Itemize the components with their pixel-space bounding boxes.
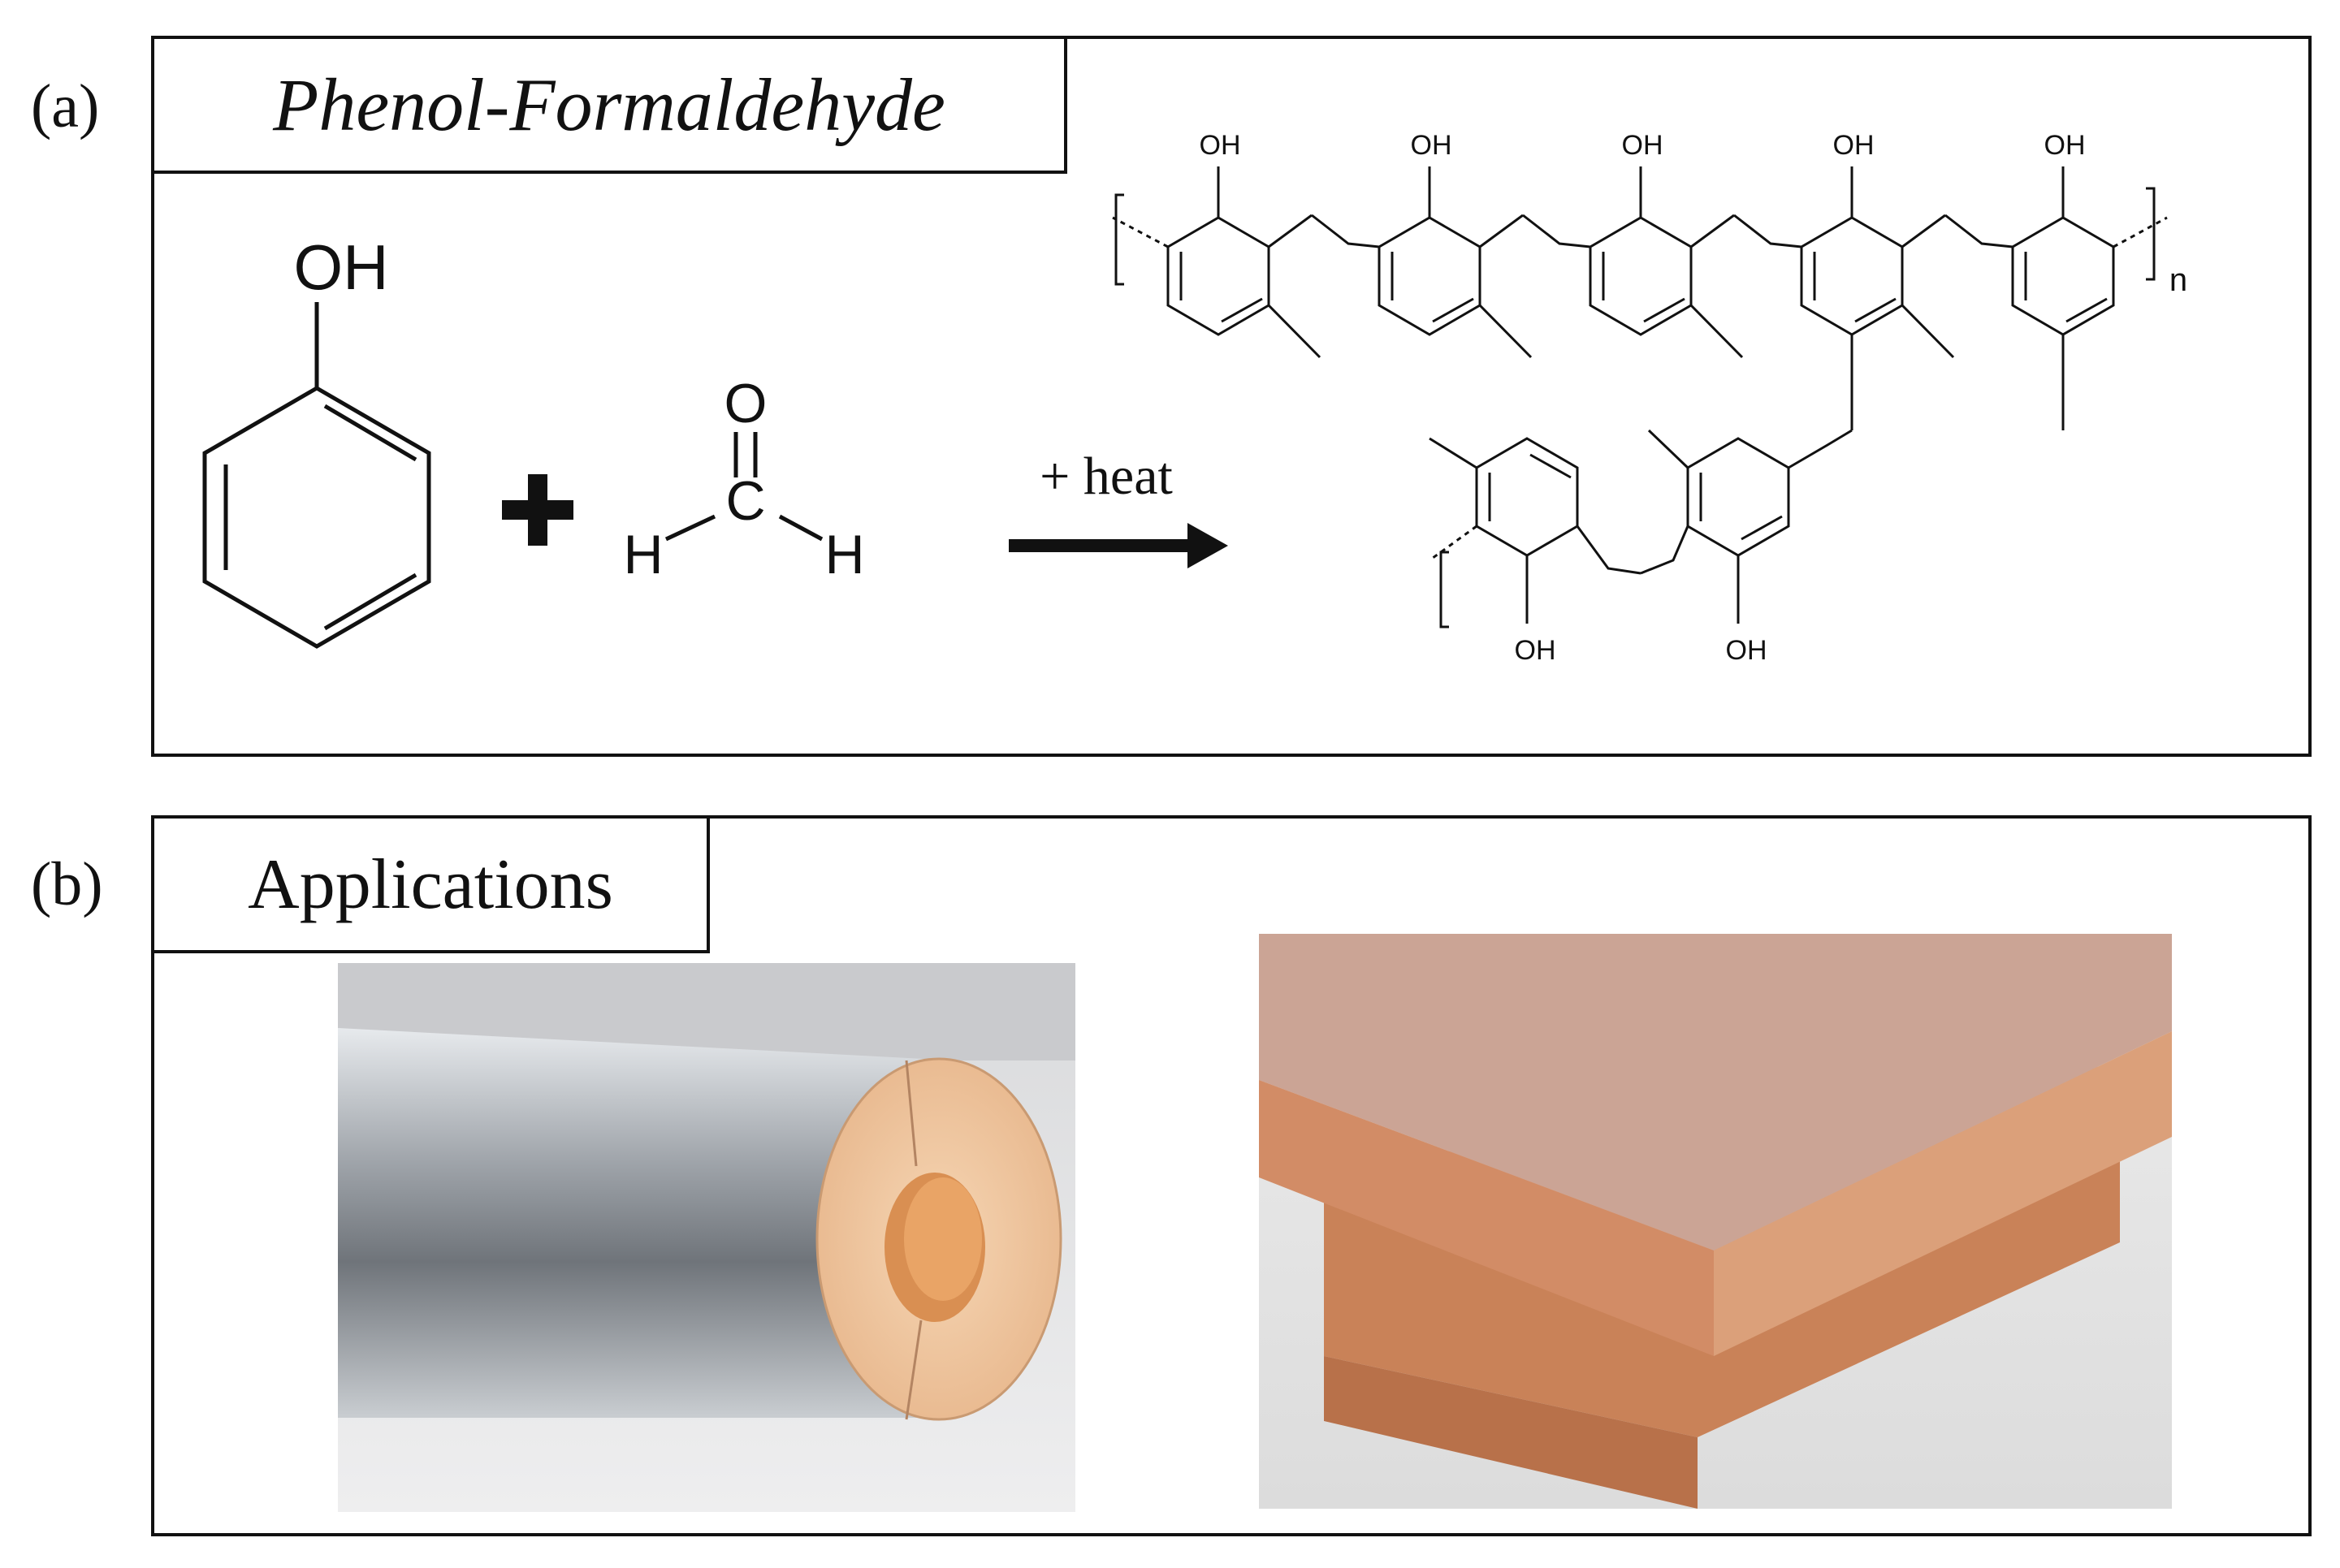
formaldehyde-bonds xyxy=(664,432,824,542)
foam-board-photo xyxy=(1259,934,2172,1509)
panel-b-letter: (b) xyxy=(31,850,103,918)
polymer-structure xyxy=(1112,166,2168,628)
polymer-oh-label: OH xyxy=(1833,130,1875,161)
reaction-arrow xyxy=(1009,523,1228,568)
arrow-label: + heat xyxy=(1040,447,1173,506)
phenol-oh-label: OH xyxy=(294,231,389,303)
formaldehyde-o-label: O xyxy=(724,373,768,434)
pipe-insulation-photo xyxy=(338,963,1075,1512)
polymer-oh-label: OH xyxy=(1200,130,1241,161)
polymer-oh-label: OH xyxy=(1726,635,1767,666)
polymer-oh-label: OH xyxy=(1411,130,1452,161)
formaldehyde-c-label: C xyxy=(725,470,765,532)
repeat-unit-n-label: n xyxy=(2169,262,2187,298)
formaldehyde-h-left-label: H xyxy=(623,524,663,585)
formaldehyde-h-right-label: H xyxy=(824,524,864,585)
polymer-oh-label: OH xyxy=(1515,635,1556,666)
plus-sign xyxy=(502,474,573,546)
polymer-oh-label: OH xyxy=(2044,130,2086,161)
panel-a-letter: (a) xyxy=(31,72,100,140)
panel-a-title: Phenol-Formaldehyde xyxy=(151,36,1067,174)
panel-b-title: Applications xyxy=(151,815,710,953)
phenol-ring xyxy=(202,302,431,649)
polymer-oh-label: OH xyxy=(1622,130,1663,161)
